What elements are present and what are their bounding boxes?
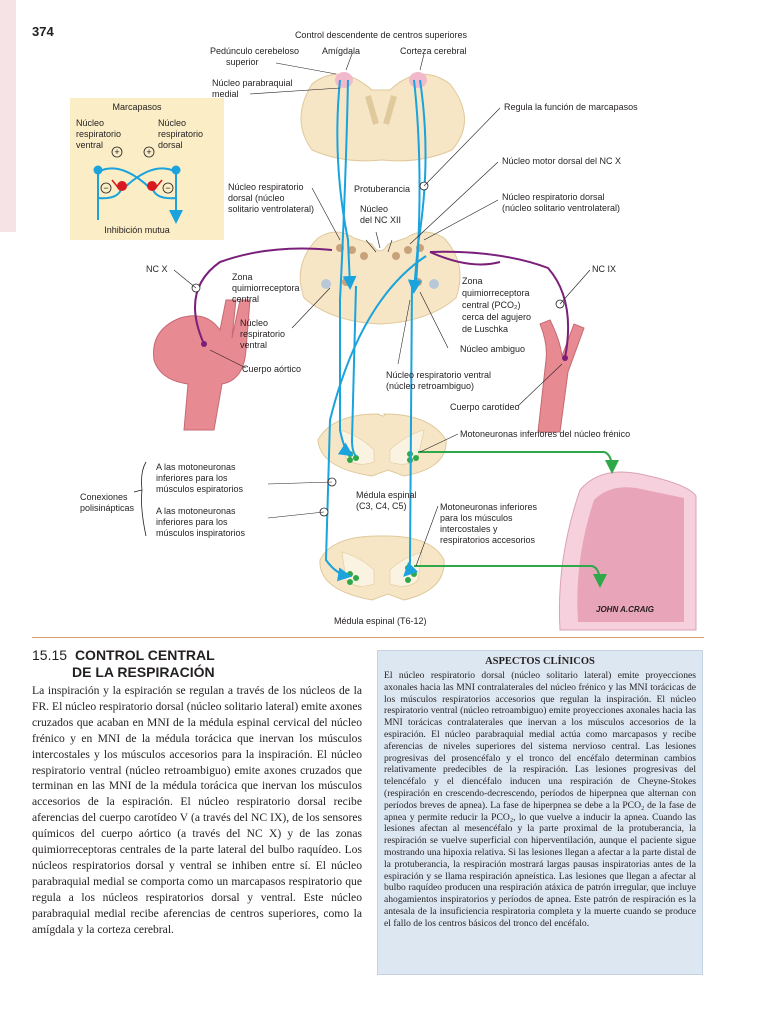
label-aortico: Cuerpo aórtico bbox=[242, 364, 301, 374]
aortic-arch bbox=[154, 300, 250, 430]
label-motor-dorsal: Núcleo motor dorsal del NC X bbox=[502, 156, 621, 166]
label-nc-ix: NC IX bbox=[592, 264, 616, 274]
label-espir-3: músculos espiratorios bbox=[156, 484, 244, 494]
svg-text:+: + bbox=[114, 147, 119, 157]
label-nrv-center-2: (núcleo retroambiguo) bbox=[386, 381, 474, 391]
cervical-cord-section bbox=[318, 414, 446, 476]
inset-right-label-2: respiratorio bbox=[158, 129, 203, 139]
inset-inhibitory-neuron-left bbox=[117, 181, 127, 191]
label-nrv-left-2: respiratorio bbox=[240, 329, 285, 339]
inset-bottom-label: Inhibición mutua bbox=[104, 225, 170, 235]
label-zona-right-2: quimiorreceptora bbox=[462, 288, 530, 298]
parabrachial-nucleus-right bbox=[409, 72, 427, 88]
label-nrd-left-2: dorsal (núcleo bbox=[228, 193, 285, 203]
inset-left-label-3: ventral bbox=[76, 140, 103, 150]
label-nc-x: NC X bbox=[146, 264, 168, 274]
label-nrd-left-1: Núcleo respiratorio bbox=[228, 182, 304, 192]
section-title-line1: CONTROL CENTRAL bbox=[75, 647, 215, 663]
label-espir-2: inferiores para los bbox=[156, 473, 228, 483]
section-rule bbox=[32, 637, 704, 638]
inset-left-label-2: respiratorio bbox=[76, 129, 121, 139]
label-medula-c-1: Médula espinal bbox=[356, 490, 417, 500]
label-zona-left-1: Zona bbox=[232, 272, 253, 282]
label-medula-c-2: (C3, C4, C5) bbox=[356, 501, 407, 511]
label-nucleo-xii-1: Núcleo bbox=[360, 204, 388, 214]
label-conex-2: polisinápticas bbox=[80, 503, 135, 513]
medulla-section bbox=[300, 232, 460, 324]
label-amigdala: Amígdala bbox=[322, 46, 360, 56]
label-insp-2: inferiores para los bbox=[156, 517, 228, 527]
carotid-artery bbox=[538, 320, 584, 432]
label-zona-left-3: central bbox=[232, 294, 259, 304]
label-nrv-left-1: Núcleo bbox=[240, 318, 268, 328]
clinical-aspects-box: ASPECTOS CLÍNICOS El núcleo respiratorio… bbox=[377, 650, 703, 975]
thoracic-cord-section bbox=[320, 536, 444, 600]
inset-dorsal-neuron bbox=[172, 166, 181, 175]
label-parabraquial-1: Núcleo parabraquial bbox=[212, 78, 293, 88]
label-top-descending-control: Control descendente de centros superiore… bbox=[295, 30, 468, 40]
label-frenico: Motoneuronas inferiores del núcleo fréni… bbox=[460, 429, 630, 439]
artist-signature: JOHN A.CRAIG bbox=[596, 605, 654, 614]
label-zona-right-4: cerca del agujero bbox=[462, 312, 531, 322]
label-nrv-center-1: Núcleo respiratorio ventral bbox=[386, 370, 491, 380]
label-nrv-left-3: ventral bbox=[240, 340, 267, 350]
inset-ventral-neuron bbox=[94, 166, 103, 175]
label-protuberancia: Protuberancia bbox=[354, 184, 410, 194]
label-conex-1: Conexiones bbox=[80, 492, 128, 502]
svg-text:+: + bbox=[146, 147, 151, 157]
inset-right-label-1: Núcleo bbox=[158, 118, 186, 128]
section-body: La inspiración y la espiración se regula… bbox=[32, 683, 362, 938]
label-pedunculo-2: superior bbox=[226, 57, 259, 67]
inset-title: Marcapasos bbox=[112, 102, 162, 112]
label-nrd-right-1: Núcleo respiratorio dorsal bbox=[502, 192, 605, 202]
label-zona-right-3: central (PCO₂) bbox=[462, 300, 521, 310]
label-insp-3: músculos inspiratorios bbox=[156, 528, 246, 538]
label-zona-left-2: quimiorreceptora bbox=[232, 283, 300, 293]
label-medula-t: Médula espinal (T6-12) bbox=[334, 616, 427, 626]
label-nucleo-xii-2: del NC XII bbox=[360, 215, 401, 225]
inset-right-label-3: dorsal bbox=[158, 140, 183, 150]
label-regula: Regula la función de marcapasos bbox=[504, 102, 638, 112]
label-inter-4: respiratorios accesorios bbox=[440, 535, 536, 545]
label-inter-2: para los músculos bbox=[440, 513, 513, 523]
polysynaptic-brace bbox=[134, 462, 146, 536]
label-insp-1: A las motoneuronas bbox=[156, 506, 236, 516]
label-nrd-right-2: (núcleo solitario ventrolateral) bbox=[502, 203, 620, 213]
label-pedunculo-1: Pedúnculo cerebeloso bbox=[210, 46, 299, 56]
section-title-line2: DE LA RESPIRACIÓN bbox=[32, 664, 372, 681]
clinical-body: El núcleo respiratorio dorsal (núcleo so… bbox=[384, 670, 696, 930]
section-title: 15.15 CONTROL CENTRAL DE LA RESPIRACIÓN bbox=[32, 647, 372, 681]
parabrachial-nucleus-left bbox=[335, 72, 353, 88]
svg-text:−: − bbox=[165, 183, 170, 193]
midbrain-section bbox=[301, 74, 465, 161]
label-zona-right-1: Zona bbox=[462, 276, 483, 286]
label-corteza: Corteza cerebral bbox=[400, 46, 467, 56]
inset-inhibitory-neuron-right bbox=[147, 181, 157, 191]
respiration-control-figure: Marcapasos Núcleo respiratorio ventral N… bbox=[0, 0, 768, 636]
label-nrd-left-3: solitario ventrolateral) bbox=[228, 204, 314, 214]
label-inter-1: Motoneuronas inferiores bbox=[440, 502, 538, 512]
label-zona-right-5: de Luschka bbox=[462, 324, 508, 334]
clinical-title: ASPECTOS CLÍNICOS bbox=[384, 656, 696, 667]
section-number: 15.15 bbox=[32, 647, 67, 663]
svg-text:−: − bbox=[103, 183, 108, 193]
inset-left-label-1: Núcleo bbox=[76, 118, 104, 128]
label-espir-1: A las motoneuronas bbox=[156, 462, 236, 472]
pacemaker-inset: Marcapasos Núcleo respiratorio ventral N… bbox=[70, 98, 224, 240]
label-inter-3: intercostales y bbox=[440, 524, 498, 534]
diaphragm-muscle bbox=[577, 487, 684, 622]
label-carotideo: Cuerpo carotídeo bbox=[450, 402, 520, 412]
label-ambiguo: Núcleo ambiguo bbox=[460, 344, 525, 354]
label-parabraquial-2: medial bbox=[212, 89, 239, 99]
